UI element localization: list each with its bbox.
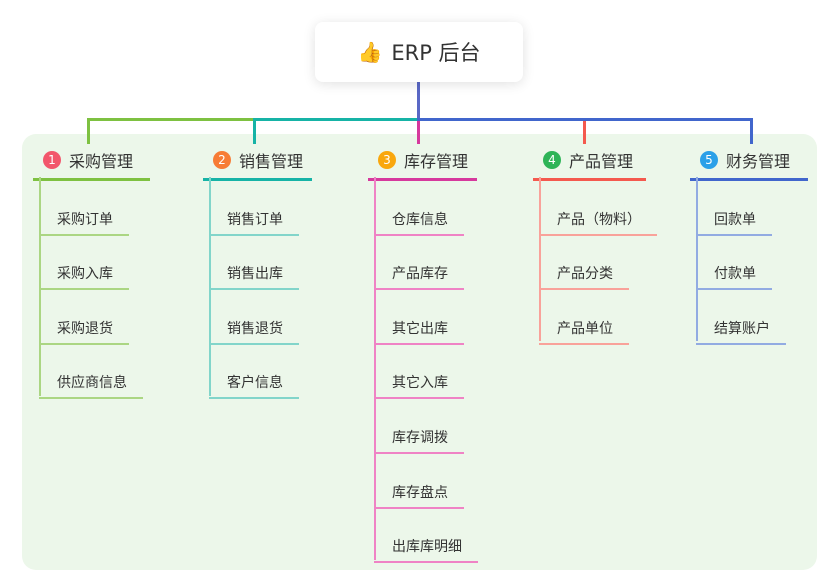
child-node-other-inbound[interactable]: 其它入库	[374, 345, 464, 400]
branch-children: 销售订单 销售出库 销售退货 客户信息	[209, 181, 312, 400]
child-node-stock-check[interactable]: 库存盘点	[374, 454, 464, 509]
branch-header-finance[interactable]: 5 财务管理	[690, 148, 808, 181]
child-node-customer-info[interactable]: 客户信息	[209, 345, 299, 400]
branch-spine-line	[374, 177, 376, 560]
child-node-purchase-return[interactable]: 采购退货	[39, 290, 129, 345]
root-node-label: ERP 后台	[391, 41, 481, 65]
drop-line-purchase	[87, 118, 90, 144]
child-node-supplier-info[interactable]: 供应商信息	[39, 345, 143, 400]
branch-spine-line	[696, 177, 698, 341]
child-node-stock-transfer[interactable]: 库存调拨	[374, 399, 464, 454]
branch-inventory: 3 库存管理 仓库信息 产品库存 其它出库 其它入库 库存调拨 库存盘点 出库库…	[368, 148, 478, 564]
child-node-purchase-order[interactable]: 采购订单	[39, 181, 129, 236]
drop-line-finance	[750, 118, 753, 144]
child-node-product-material[interactable]: 产品（物料）	[539, 181, 657, 236]
branch-number-badge: 3	[378, 151, 396, 169]
child-node-purchase-inbound[interactable]: 采购入库	[39, 236, 129, 291]
branch-children: 产品（物料） 产品分类 产品单位	[539, 181, 657, 345]
branch-label: 库存管理	[404, 152, 469, 171]
branch-number-badge: 4	[543, 151, 561, 169]
branch-label: 销售管理	[239, 152, 304, 171]
child-node-other-outbound[interactable]: 其它出库	[374, 290, 464, 345]
bus-line-green	[87, 118, 256, 121]
child-node-settlement-account[interactable]: 结算账户	[696, 290, 786, 345]
branch-children: 仓库信息 产品库存 其它出库 其它入库 库存调拨 库存盘点 出库库明细	[374, 181, 478, 564]
child-node-product-unit[interactable]: 产品单位	[539, 290, 629, 345]
branch-sales: 2 销售管理 销售订单 销售出库 销售退货 客户信息	[203, 148, 312, 400]
child-node-sales-return[interactable]: 销售退货	[209, 290, 299, 345]
child-node-sales-order[interactable]: 销售订单	[209, 181, 299, 236]
child-node-product-stock[interactable]: 产品库存	[374, 236, 464, 291]
branch-children: 回款单 付款单 结算账户	[696, 181, 808, 345]
branch-purchase: 1 采购管理 采购订单 采购入库 采购退货 供应商信息	[33, 148, 150, 400]
branches-panel	[22, 134, 817, 570]
root-node[interactable]: 👍 ERP 后台	[315, 22, 523, 82]
branch-spine-line	[539, 177, 541, 341]
branch-label: 产品管理	[569, 152, 634, 171]
branch-finance: 5 财务管理 回款单 付款单 结算账户	[690, 148, 808, 345]
child-node-outbound-detail[interactable]: 出库库明细	[374, 509, 478, 564]
branch-children: 采购订单 采购入库 采购退货 供应商信息	[39, 181, 150, 400]
branch-product: 4 产品管理 产品（物料） 产品分类 产品单位	[533, 148, 657, 345]
child-node-sales-outbound[interactable]: 销售出库	[209, 236, 299, 291]
bus-line-blue	[417, 118, 753, 121]
child-node-payment-doc[interactable]: 付款单	[696, 236, 772, 291]
branch-header-sales[interactable]: 2 销售管理	[203, 148, 312, 181]
branch-number-badge: 2	[213, 151, 231, 169]
branch-label: 财务管理	[726, 152, 791, 171]
child-node-receipt-doc[interactable]: 回款单	[696, 181, 772, 236]
bus-line-teal	[253, 118, 420, 121]
drop-line-sales	[253, 118, 256, 144]
branch-number-badge: 5	[700, 151, 718, 169]
drop-line-product	[583, 121, 586, 144]
drop-line-inventory	[417, 121, 420, 144]
branch-header-product[interactable]: 4 产品管理	[533, 148, 646, 181]
branch-spine-line	[39, 177, 41, 396]
branch-number-badge: 1	[43, 151, 61, 169]
child-node-warehouse-info[interactable]: 仓库信息	[374, 181, 464, 236]
branch-spine-line	[209, 177, 211, 396]
branch-label: 采购管理	[69, 152, 134, 171]
branch-header-purchase[interactable]: 1 采购管理	[33, 148, 150, 181]
root-connector-line	[417, 82, 420, 121]
branch-header-inventory[interactable]: 3 库存管理	[368, 148, 477, 181]
child-node-product-category[interactable]: 产品分类	[539, 236, 629, 291]
thumbs-up-icon: 👍	[357, 40, 383, 64]
